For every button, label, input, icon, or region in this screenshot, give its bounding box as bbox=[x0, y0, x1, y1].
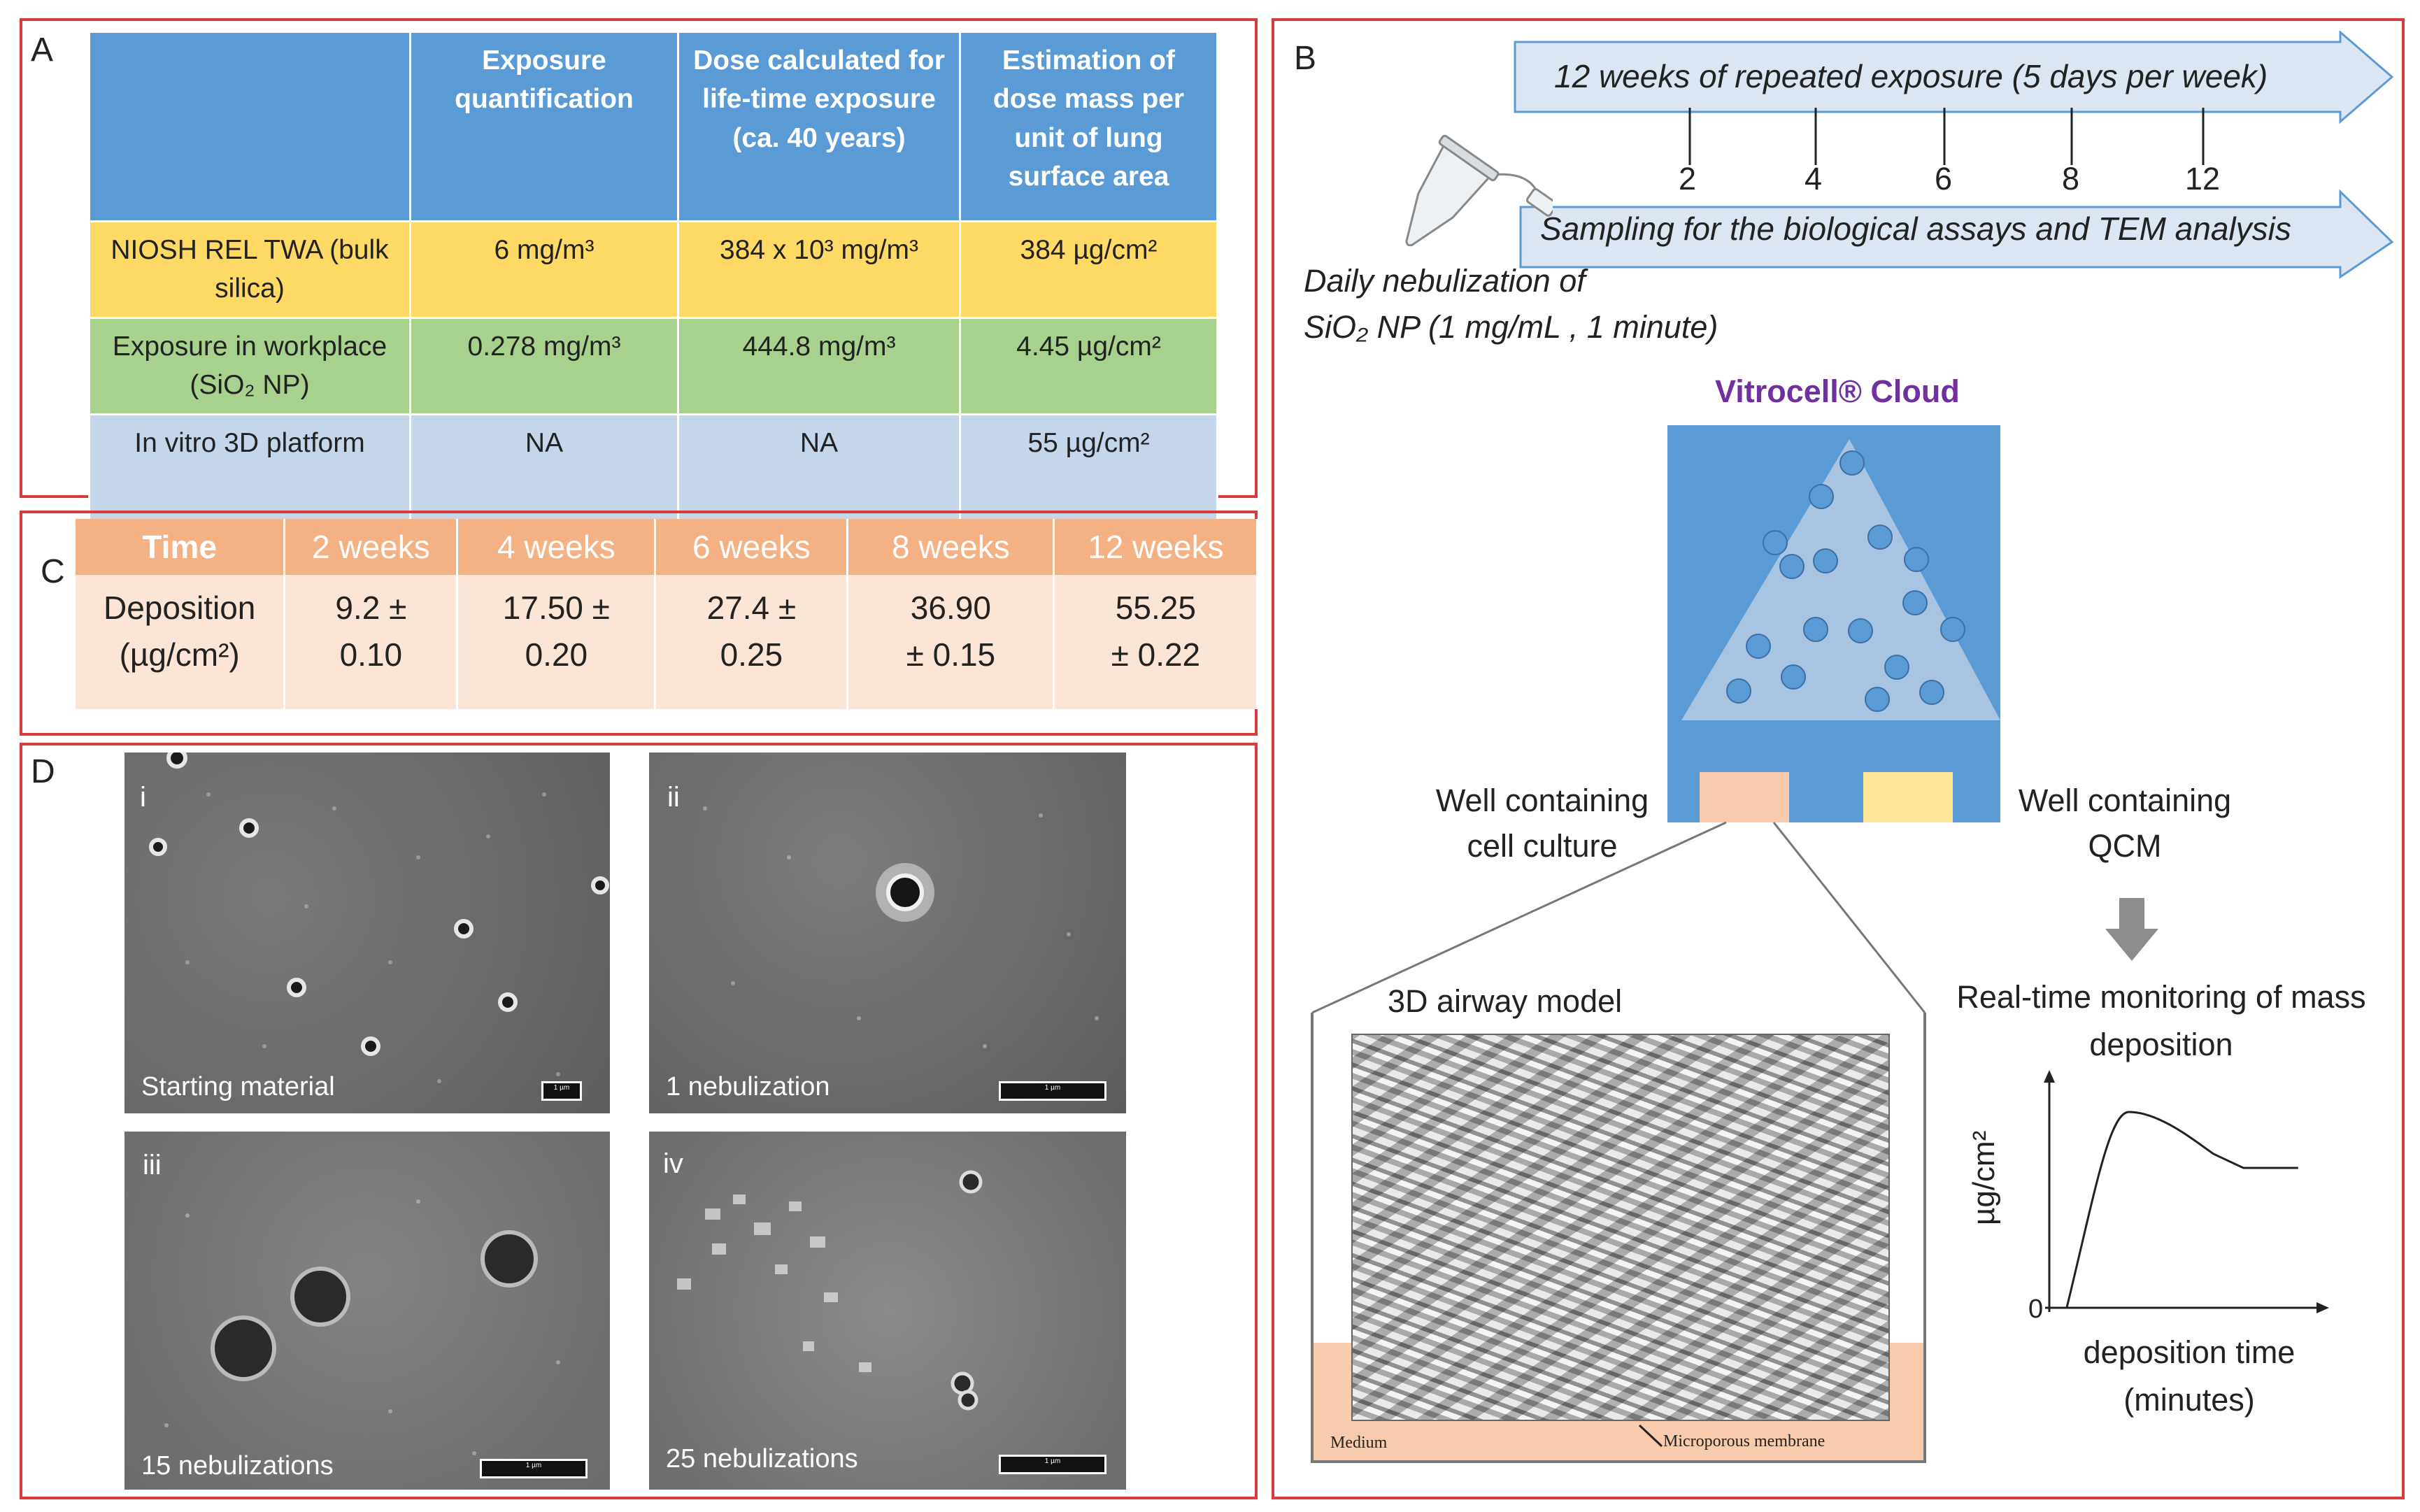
sem-image-ii: ii 1 nebulization 1 µm bbox=[649, 753, 1126, 1113]
scale-bar: 1 µm bbox=[480, 1459, 588, 1478]
table-a-header-1: Exposure quantification bbox=[409, 31, 679, 222]
monitor-title: Real-time monitoring of mass deposition bbox=[1956, 979, 2366, 1062]
scale-bar: 1 µm bbox=[541, 1081, 582, 1101]
table-a-cell: 4.45 µg/cm² bbox=[959, 316, 1218, 415]
panel-a-label: A bbox=[31, 31, 54, 69]
table-a-cell: 0.278 mg/m³ bbox=[409, 316, 679, 415]
panel-d bbox=[20, 743, 1258, 1499]
chart-y-tick-label: 0 bbox=[2028, 1295, 2043, 1324]
panel-d-label: D bbox=[31, 753, 55, 790]
table-c-value: 36.90 ± 0.15 bbox=[847, 575, 1055, 709]
sem-image-iii: iii 15 nebulizations 1 µm bbox=[124, 1132, 610, 1490]
chart-series-line bbox=[2049, 1111, 2298, 1309]
nebulization-line-2: SiO₂ NP (1 mg/mL , 1 minute) bbox=[1304, 309, 1718, 345]
tick-label: 12 bbox=[2185, 161, 2221, 197]
sem-texture bbox=[164, 1199, 560, 1455]
well-right-label: Well containing QCM bbox=[2018, 783, 2232, 864]
table-c-value: 17.50 ± 0.20 bbox=[457, 575, 657, 709]
airway-sem-shade bbox=[1353, 1035, 1888, 1420]
table-c-header: 12 weeks bbox=[1053, 519, 1259, 575]
table-c-header: 2 weeks bbox=[284, 519, 459, 575]
table-a-cell: 6 mg/m³ bbox=[409, 220, 679, 319]
medium-label: Medium bbox=[1330, 1434, 1388, 1452]
vitrocell-cloud-device bbox=[1667, 425, 2000, 822]
sem-image-i: i Starting material 1 µm bbox=[124, 753, 610, 1113]
airway-sem-image bbox=[1351, 1034, 1890, 1421]
table-c-header-time: Time bbox=[76, 519, 286, 575]
table-a-cell: 384 x 10³ mg/m³ bbox=[677, 220, 961, 319]
table-a-cell: NA bbox=[409, 413, 679, 531]
table-c-row-label: Deposition (µg/cm²) bbox=[76, 575, 286, 709]
table-a-header-0 bbox=[88, 31, 411, 222]
scale-bar: 1 µm bbox=[999, 1455, 1106, 1474]
table-a-cell: NIOSH REL TWA (bulk silica) bbox=[88, 220, 411, 319]
panel-b-label: B bbox=[1294, 40, 1317, 77]
sem-texture bbox=[677, 1170, 983, 1411]
sem-tag: iii bbox=[143, 1150, 162, 1181]
tick-label: 4 bbox=[1805, 161, 1823, 197]
table-c-value: 27.4 ± 0.25 bbox=[655, 575, 849, 709]
device-title: Vitrocell® Cloud bbox=[1715, 373, 1960, 409]
scale-label: 1 µm bbox=[1044, 1457, 1061, 1465]
sem-image-iv: iv 25 nebulizations 1 µm bbox=[649, 1132, 1126, 1490]
sem-caption: 1 nebulization bbox=[666, 1072, 830, 1101]
scale-label: 1 µm bbox=[525, 1462, 542, 1469]
sem-caption: Starting material bbox=[141, 1072, 335, 1101]
table-a-cell: Exposure in workplace (SiO₂ NP) bbox=[88, 316, 411, 415]
well-left-label: Well containing cell culture bbox=[1435, 783, 1649, 864]
sem-texture bbox=[703, 806, 1099, 1048]
exposure-table: Exposure quantification Dose calculated … bbox=[88, 31, 1218, 531]
table-c-header: 8 weeks bbox=[847, 519, 1055, 575]
scale-label: 1 µm bbox=[553, 1084, 570, 1092]
tick-label: 8 bbox=[2062, 161, 2080, 197]
table-c-header: 6 weeks bbox=[655, 519, 849, 575]
chart-xlabel: deposition time (minutes) bbox=[2083, 1334, 2296, 1418]
tick-label: 2 bbox=[1679, 161, 1697, 197]
tick-label: 6 bbox=[1935, 161, 1953, 197]
table-c-value: 9.2 ± 0.10 bbox=[284, 575, 459, 709]
sem-caption: 15 nebulizations bbox=[141, 1451, 334, 1481]
table-c-value: 55.25 ± 0.22 bbox=[1053, 575, 1259, 709]
eppendorf-tube-icon bbox=[1405, 134, 1553, 247]
sem-texture bbox=[149, 753, 609, 1090]
panel-c-label: C bbox=[41, 553, 65, 590]
table-a-header-2: Dose calculated for life-time exposure (… bbox=[677, 31, 961, 222]
membrane-label: Microporous membrane bbox=[1663, 1432, 1825, 1450]
deposition-table: Time 2 weeks 4 weeks 6 weeks 8 weeks 12 … bbox=[76, 519, 1259, 709]
membrane-pointer bbox=[1638, 1424, 1663, 1448]
chart-y-arrowhead bbox=[2044, 1070, 2055, 1083]
nebulization-line-1: Daily nebulization of bbox=[1304, 263, 1586, 299]
table-a-cell: 384 µg/cm² bbox=[959, 220, 1218, 319]
sem-tag: i bbox=[140, 782, 146, 813]
sem-tag: ii bbox=[667, 782, 680, 813]
sem-caption: 25 nebulizations bbox=[666, 1444, 858, 1474]
chart-x-arrowhead bbox=[2316, 1302, 2329, 1313]
timeline-arrows bbox=[1514, 31, 2394, 279]
table-c-header: 4 weeks bbox=[457, 519, 657, 575]
timeline-top-label: 12 weeks of repeated exposure (5 days pe… bbox=[1554, 58, 2268, 94]
panel-b bbox=[1272, 18, 2405, 1499]
down-arrow-icon bbox=[2105, 898, 2158, 961]
model-title: 3D airway model bbox=[1388, 983, 1623, 1019]
deposition-chart: 0 bbox=[2028, 1070, 2329, 1324]
timeline-bottom-label: Sampling for the biological assays and T… bbox=[1540, 211, 2291, 247]
sem-tag: iv bbox=[663, 1148, 683, 1179]
table-a-header-3: Estimation of dose mass per unit of lung… bbox=[959, 31, 1218, 222]
scale-bar: 1 µm bbox=[999, 1081, 1106, 1101]
scale-label: 1 µm bbox=[1044, 1084, 1061, 1092]
chart-ylabel: µg/cm² bbox=[1967, 1130, 2001, 1225]
table-a-cell: 444.8 mg/m³ bbox=[677, 316, 961, 415]
